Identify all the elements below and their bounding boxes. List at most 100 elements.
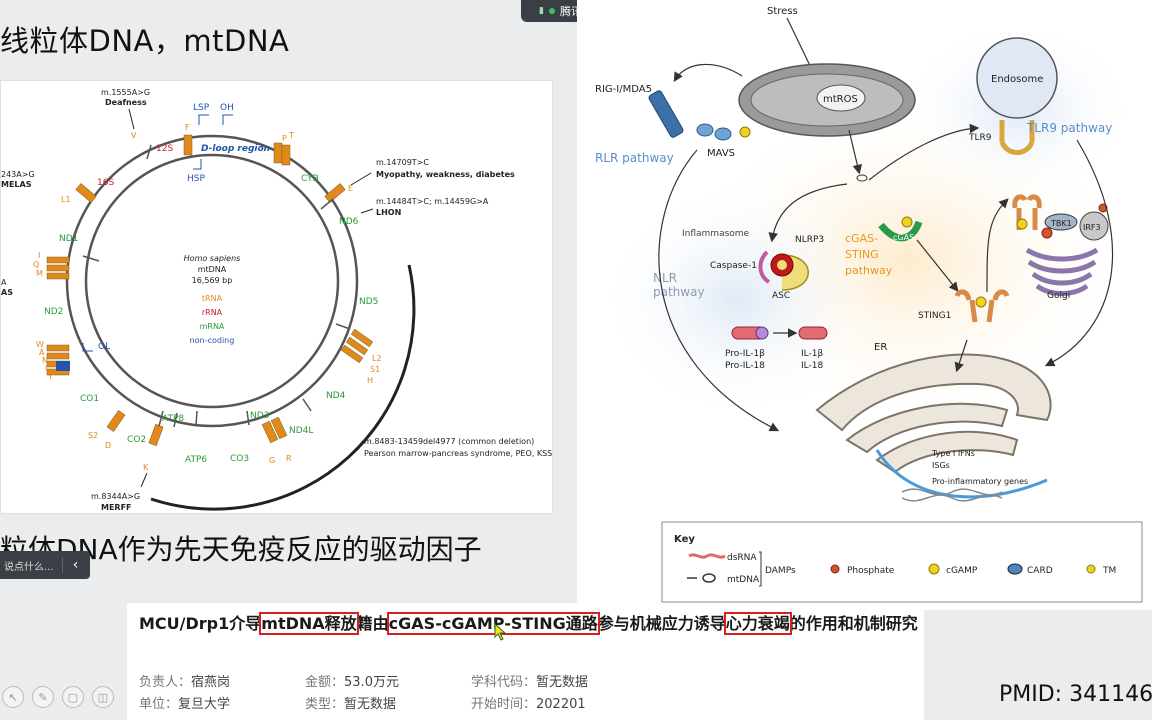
immune-pathway-figure: Stress mtROS RIG-I/MDA5 MAVS RLR pathway… <box>577 0 1152 610</box>
gene-co2: CO2 <box>127 435 146 445</box>
nlrp3-label: NLRP3 <box>795 235 824 245</box>
svg-text:Myopathy, weakness, diabetes: Myopathy, weakness, diabetes <box>376 170 515 179</box>
irf3-label: IRF3 <box>1083 223 1101 232</box>
svg-text:C: C <box>45 364 51 373</box>
svg-text:S1: S1 <box>370 365 380 374</box>
svg-text:F: F <box>185 123 190 132</box>
nlr-label: NLR <box>653 271 677 285</box>
chat-panel-toggle[interactable]: 说点什么... ‹ <box>0 551 90 579</box>
asc-label: ASC <box>772 291 790 301</box>
tlr9-receptor <box>999 120 1035 155</box>
svg-text:P: P <box>282 134 287 143</box>
svg-text:TM: TM <box>1102 566 1116 576</box>
gene-nd6: ND6 <box>339 217 359 227</box>
svg-text:m.8483-13459del4977 (common de: m.8483-13459del4977 (common deletion) <box>364 437 534 446</box>
gene-dloop: D-loop region <box>201 144 270 154</box>
golgi <box>1025 247 1099 296</box>
gene-co1: CO1 <box>80 394 99 404</box>
chat-input-placeholder[interactable]: 说点什么... <box>4 561 54 573</box>
caspase-label: Caspase-1 <box>710 261 757 271</box>
meta-leader: 负责人：宿燕岗 <box>139 675 231 690</box>
nlr-glow <box>597 180 877 420</box>
gene-16s: 16S <box>97 178 114 188</box>
status-dot-icon <box>548 8 555 14</box>
collapse-chevron-icon[interactable]: ‹ <box>62 557 88 573</box>
gene-atp6: ATP6 <box>185 455 207 465</box>
svg-text:V: V <box>131 131 137 140</box>
rlr-pathway-label: RLR pathway <box>595 151 674 165</box>
pointer-tool-icon[interactable]: ↖ <box>2 686 24 708</box>
gene-labels: 12S 16S ND1 ND2 CO1 CO2 ATP8 ATP6 CO3 ND… <box>44 103 378 465</box>
svg-text:16,569 bp: 16,569 bp <box>192 276 233 285</box>
endoplasmic-reticulum <box>815 353 1052 474</box>
mouse-cursor-icon <box>494 623 507 641</box>
isgs-label: ISGs <box>932 461 950 470</box>
tbk1-label: TBK1 <box>1050 219 1072 228</box>
project-title[interactable]: MCU/Drp1介导mtDNA释放籍由cGAS-cGAMP-STING通路参与机… <box>139 611 919 637</box>
svg-text:A: A <box>1 278 7 287</box>
svg-text:mtDNA: mtDNA <box>727 575 760 585</box>
golgi-label: Golgi <box>1047 291 1070 301</box>
trna-labels: F V L1 I Q M W A N C Y S2 D K G R H S1 L… <box>33 123 382 472</box>
mtdna-map-figure: 12S 16S ND1 ND2 CO1 CO2 ATP8 ATP6 CO3 ND… <box>0 80 553 514</box>
cgas-label: cGAS <box>893 233 914 242</box>
pro-il1b-label: Pro-IL-1β <box>725 349 765 359</box>
svg-text:rRNA: rRNA <box>202 308 223 317</box>
er-label: ER <box>874 342 887 353</box>
svg-text:non-coding: non-coding <box>190 336 235 345</box>
mtros-label: mtROS <box>823 94 858 105</box>
key-box: Key dsRNA mtDNA DAMPs Phosphate cGAMP CA… <box>661 521 1143 603</box>
gene-co3: CO3 <box>230 454 249 464</box>
svg-text:W: W <box>36 340 44 349</box>
eraser-tool-icon[interactable]: ◫ <box>92 686 114 708</box>
svg-text:M: M <box>36 269 43 278</box>
common-deletion-arc <box>150 264 416 511</box>
svg-text:A: A <box>39 348 45 357</box>
gene-nd1: ND1 <box>59 234 78 244</box>
il1b-label: IL-1β <box>801 349 823 359</box>
cgas-pathway-1: cGAS- <box>845 232 878 245</box>
trna-blocks <box>46 134 374 447</box>
gene-atp8: ATP8 <box>162 414 184 424</box>
svg-text:T: T <box>288 131 294 140</box>
shape-tool-icon[interactable]: ▢ <box>62 686 84 708</box>
meta-type: 类型：暂无数据 <box>305 697 397 712</box>
svg-text:m.1555A>G: m.1555A>G <box>101 88 150 97</box>
svg-text:tRNA: tRNA <box>202 294 223 303</box>
svg-text:Phosphate: Phosphate <box>847 566 895 576</box>
svg-text:Y: Y <box>47 372 53 381</box>
pathway-svg: Stress mtROS RIG-I/MDA5 MAVS RLR pathway… <box>595 6 1143 603</box>
svg-text:N: N <box>42 356 48 365</box>
gene-nd4l: ND4L <box>289 426 313 436</box>
tm-dot <box>739 126 751 138</box>
nlr-label-2: pathway <box>653 285 705 299</box>
gene-nd5: ND5 <box>359 297 378 307</box>
cgas-pathway-3: pathway <box>845 264 893 277</box>
svg-text:243A>G: 243A>G <box>1 170 35 179</box>
mutation-annotations: m.1555A>G Deafness 243A>G MELAS m.14709T… <box>1 88 552 512</box>
pen-tool-icon[interactable]: ✎ <box>32 686 54 708</box>
meta-unit: 单位：复旦大学 <box>139 697 231 712</box>
center-legend: tRNA rRNA mRNA non-coding <box>190 294 235 345</box>
svg-text:mtDNA: mtDNA <box>198 265 227 274</box>
svg-text:m.14709T>C: m.14709T>C <box>376 158 429 167</box>
lsp-label: LSP <box>193 103 210 113</box>
svg-text:S2: S2 <box>88 431 98 440</box>
sting1-receptor <box>954 289 1010 323</box>
hsp-label: HSP <box>187 174 205 184</box>
svg-text:E: E <box>348 184 353 193</box>
title-part-5: 参与机械应力诱导 <box>597 614 726 633</box>
svg-text:I: I <box>38 251 40 260</box>
mtdna-map-svg: 12S 16S ND1 ND2 CO1 CO2 ATP8 ATP6 CO3 ND… <box>1 88 552 512</box>
svg-text:K: K <box>143 463 149 472</box>
pro-il18-label: Pro-IL-18 <box>725 361 765 371</box>
promoter-arrows <box>82 114 233 352</box>
mavs-label: MAVS <box>707 148 735 159</box>
key-title: Key <box>674 534 695 545</box>
nucleus-membrane <box>875 449 1048 499</box>
title-part-1: MCU/Drp1介导 <box>139 614 262 633</box>
endosome-label: Endosome <box>991 74 1043 85</box>
inflammasome-label: Inflammasome <box>682 229 750 239</box>
svg-text:m.8344A>G: m.8344A>G <box>91 492 140 501</box>
rig-label: RIG-I/MDA5 <box>595 84 652 95</box>
